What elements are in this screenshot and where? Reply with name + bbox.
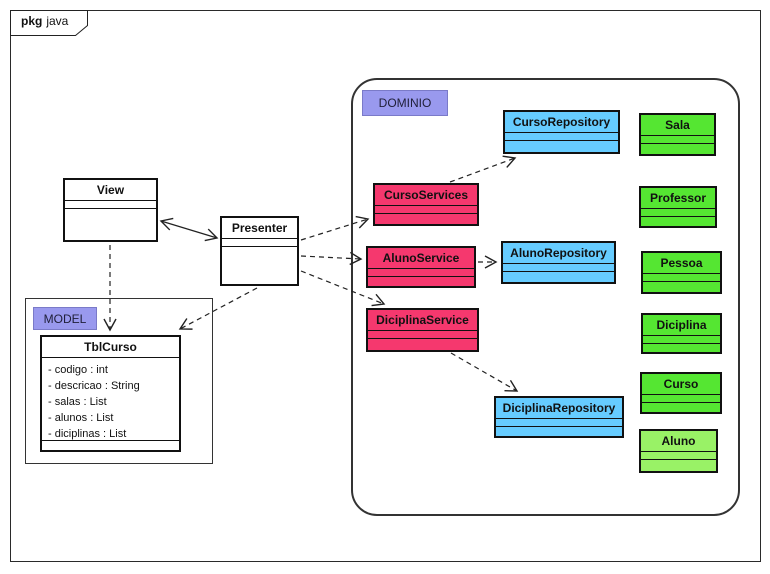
method-compartment xyxy=(375,214,477,224)
method-compartment xyxy=(368,339,477,350)
class-presenter[interactable]: Presenter xyxy=(220,216,299,286)
class-pessoa[interactable]: Pessoa xyxy=(641,251,722,294)
method-compartment xyxy=(643,344,720,352)
class-sala-title: Sala xyxy=(641,115,714,136)
class-diciplina-repository[interactable]: DiciplinaRepository xyxy=(494,396,624,438)
class-view-title: View xyxy=(65,180,156,201)
class-pessoa-title: Pessoa xyxy=(643,253,720,274)
attribute-compartment xyxy=(65,201,156,209)
class-tblcurso-title: TblCurso xyxy=(42,337,179,358)
class-curso-repository-title: CursoRepository xyxy=(505,112,618,133)
attribute-compartment xyxy=(642,395,720,403)
attribute-line: - codigo : int xyxy=(48,364,108,376)
attribute-compartment xyxy=(641,136,714,144)
package-dominio-label: DOMINIO xyxy=(362,90,448,116)
method-compartment xyxy=(222,247,297,284)
attribute-compartment xyxy=(375,206,477,214)
class-diciplina-service-title: DiciplinaService xyxy=(368,310,477,331)
class-aluno-service[interactable]: AlunoService xyxy=(366,246,476,288)
class-view[interactable]: View xyxy=(63,178,158,242)
method-compartment xyxy=(641,144,714,154)
method-compartment xyxy=(496,427,622,436)
class-diciplina-service[interactable]: DiciplinaService xyxy=(366,308,479,352)
attribute-line: - descricao : String xyxy=(48,380,140,392)
attribute-compartment: - codigo : int - descricao : String - sa… xyxy=(42,358,179,441)
class-diciplina-title: Diciplina xyxy=(643,315,720,336)
class-aluno-repository[interactable]: AlunoRepository xyxy=(501,241,616,284)
method-compartment xyxy=(42,441,179,450)
package-model-label-text: MODEL xyxy=(43,311,87,326)
method-compartment xyxy=(503,272,614,282)
method-compartment xyxy=(643,282,720,292)
class-curso-repository[interactable]: CursoRepository xyxy=(503,110,620,154)
class-curso-title: Curso xyxy=(642,374,720,395)
method-compartment xyxy=(641,460,716,471)
attribute-compartment xyxy=(503,264,614,272)
attribute-compartment xyxy=(643,274,720,282)
class-tblcurso[interactable]: TblCurso - codigo : int - descricao : St… xyxy=(40,335,181,452)
class-diciplina-repository-title: DiciplinaRepository xyxy=(496,398,622,419)
class-aluno-title: Aluno xyxy=(641,431,716,452)
attribute-compartment xyxy=(641,209,715,217)
attribute-compartment xyxy=(368,269,474,277)
class-curso-services-title: CursoServices xyxy=(375,185,477,206)
attribute-line: - salas : List xyxy=(48,396,107,408)
class-professor-title: Professor xyxy=(641,188,715,209)
method-compartment xyxy=(368,277,474,286)
attribute-compartment xyxy=(222,239,297,247)
attribute-compartment xyxy=(641,452,716,460)
pkg-name: java xyxy=(46,14,69,28)
package-model[interactable] xyxy=(25,298,213,464)
package-model-label: MODEL xyxy=(33,307,97,330)
class-presenter-title: Presenter xyxy=(222,218,297,239)
class-professor[interactable]: Professor xyxy=(639,186,717,228)
attribute-compartment xyxy=(505,133,618,141)
method-compartment xyxy=(505,141,618,152)
attribute-compartment xyxy=(368,331,477,339)
attribute-line: - alunos : List xyxy=(48,412,114,424)
package-dominio-label-text: DOMINIO xyxy=(378,96,432,110)
class-aluno-service-title: AlunoService xyxy=(368,248,474,269)
attribute-compartment xyxy=(643,336,720,344)
attribute-line: - diciplinas : List xyxy=(48,428,127,440)
method-compartment xyxy=(642,403,720,412)
method-compartment xyxy=(641,217,715,226)
attribute-compartment xyxy=(496,419,622,427)
class-aluno-repository-title: AlunoRepository xyxy=(503,243,614,264)
pkg-keyword: pkg xyxy=(21,14,43,28)
pkg-tab xyxy=(10,10,88,36)
class-diciplina[interactable]: Diciplina xyxy=(641,313,722,354)
class-curso[interactable]: Curso xyxy=(640,372,722,414)
class-sala[interactable]: Sala xyxy=(639,113,716,156)
class-curso-services[interactable]: CursoServices xyxy=(373,183,479,226)
method-compartment xyxy=(65,209,156,240)
class-aluno[interactable]: Aluno xyxy=(639,429,718,473)
